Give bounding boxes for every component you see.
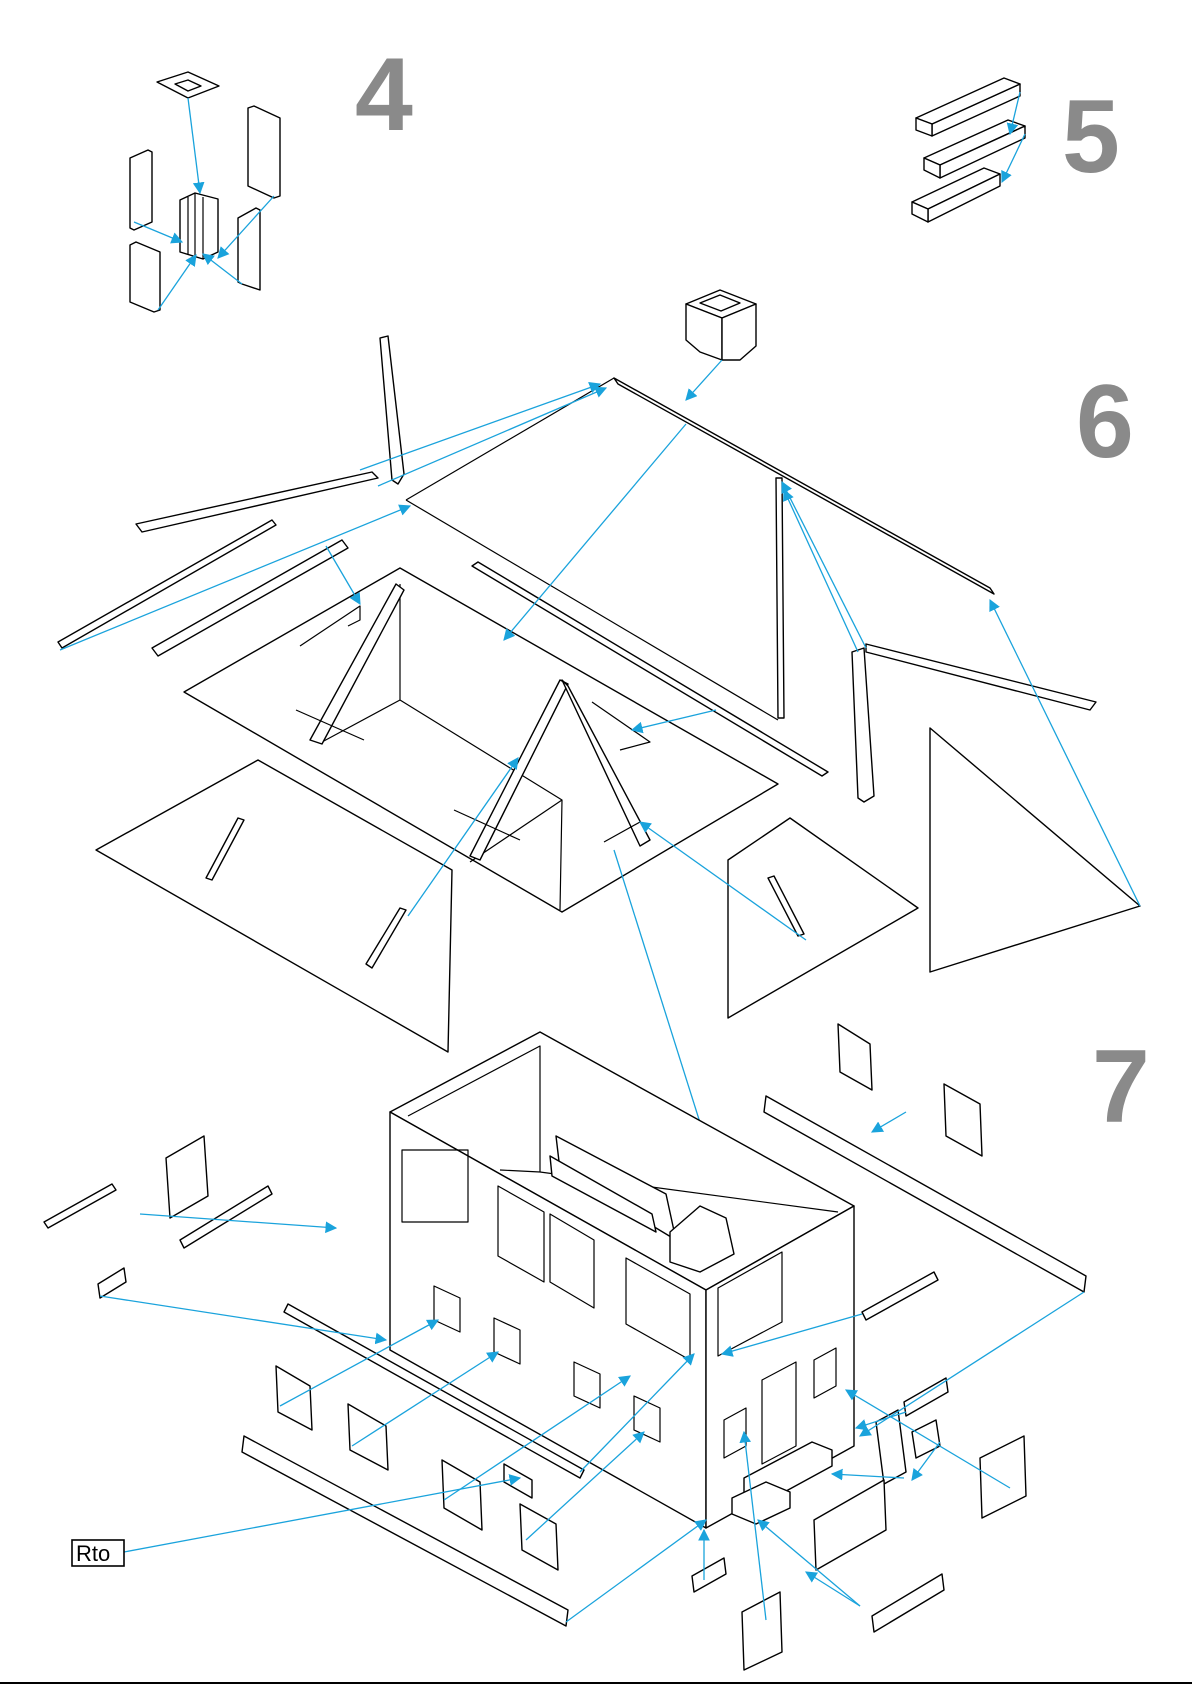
chimney-cap xyxy=(157,72,219,98)
roof-post-right xyxy=(852,648,874,802)
assembled-chimney xyxy=(686,290,756,360)
window-sill-rto xyxy=(504,1464,532,1498)
window-sill-bottom xyxy=(692,1558,726,1592)
chimney-side-panel-4 xyxy=(238,208,260,290)
rto-label-text: Rto xyxy=(76,1541,110,1566)
window-frame-d xyxy=(442,1460,482,1530)
step-5-slab-parts xyxy=(912,78,1025,222)
window-frame-top-right-1 xyxy=(838,1024,872,1090)
window-sill-right-2 xyxy=(912,1420,940,1458)
chimney-core xyxy=(180,193,218,259)
window-sill-small xyxy=(98,1268,126,1298)
window-frame-e xyxy=(520,1504,558,1570)
window-frame-top-right-2 xyxy=(944,1084,982,1156)
roof-panel-gable-right xyxy=(930,728,1140,972)
door-panel xyxy=(876,1410,906,1484)
roof-eave-strip-1 xyxy=(58,520,276,648)
roof-eave-rail-right xyxy=(866,644,1096,710)
step-4-chimney-parts xyxy=(130,72,280,312)
rto-label: Rto xyxy=(72,1540,124,1566)
wall-strip-top-left xyxy=(44,1184,116,1228)
chimney-side-panel-2 xyxy=(248,106,280,198)
step-number-7: 7 xyxy=(1092,1029,1150,1145)
porch-railing xyxy=(814,1480,886,1570)
window-frame-right-far xyxy=(980,1436,1026,1518)
window-frame-c xyxy=(348,1404,388,1470)
roof-ridge-beam xyxy=(614,378,994,594)
window-frame-bottom xyxy=(742,1592,782,1670)
roof-panel-gable-front xyxy=(728,818,918,1018)
stair-stringer xyxy=(872,1574,944,1632)
step-number-6: 6 xyxy=(1076,364,1134,480)
base-strip-left xyxy=(242,1436,568,1626)
window-frame-a xyxy=(166,1136,208,1218)
step-number-5: 5 xyxy=(1062,79,1120,195)
step-number-4: 4 xyxy=(355,37,413,153)
roof-eave-rail-left xyxy=(136,472,378,532)
step-7-house-parts xyxy=(44,1024,1086,1670)
roof-gable-edge xyxy=(776,478,784,718)
wall-strip-right-mid xyxy=(862,1272,938,1320)
chimney-side-panel-3 xyxy=(130,242,160,312)
chimney-side-panel-1 xyxy=(130,150,152,230)
slab-bottom xyxy=(912,168,1000,222)
